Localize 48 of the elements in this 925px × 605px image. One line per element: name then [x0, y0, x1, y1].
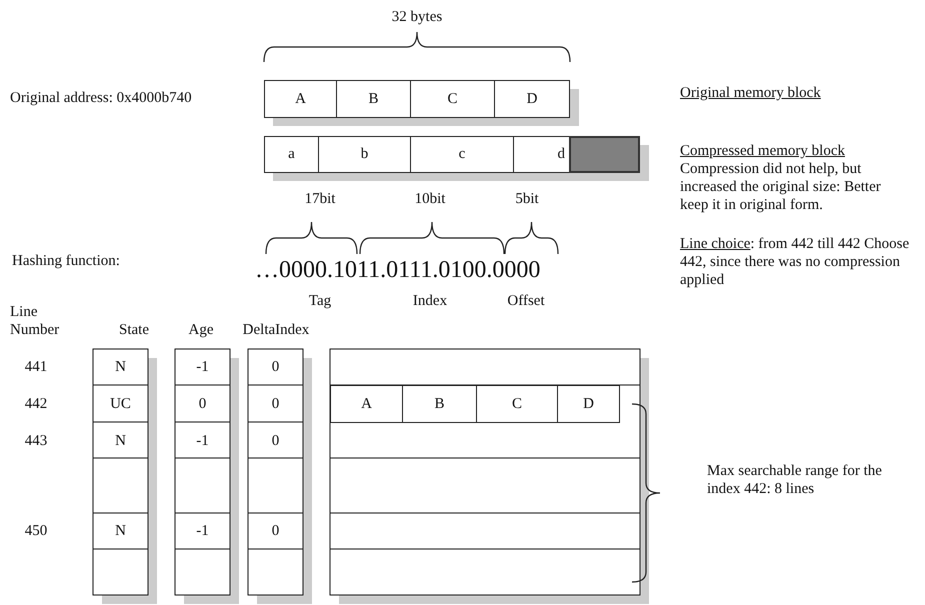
- field-name: Offset: [506, 292, 546, 310]
- field-name: Tag: [308, 292, 332, 310]
- state-value: N: [114, 432, 127, 450]
- state-value: N: [114, 358, 127, 376]
- cache-cell: B: [402, 385, 477, 423]
- memory-cell: d: [513, 136, 570, 173]
- column-heading: State: [118, 321, 150, 339]
- line-number: 442: [24, 395, 48, 413]
- bit-count: 5bit: [514, 190, 540, 208]
- memory-cell: a: [264, 136, 319, 173]
- memory-cell: b: [318, 136, 411, 173]
- delta-index-value: 0: [270, 432, 280, 450]
- note-text: Compression did not help, but increased the original size: Better keep it in original form.: [680, 160, 882, 214]
- cache-cell: D: [557, 385, 620, 423]
- field-name: Index: [412, 292, 448, 310]
- size-label: 32 bytes: [390, 8, 444, 26]
- delta-index-value: 0: [270, 395, 280, 413]
- state-value: N: [114, 522, 127, 540]
- memory-cell: D: [494, 80, 570, 118]
- delta-index-value: 0: [270, 522, 280, 540]
- age-value: -1: [195, 358, 210, 376]
- memory-cell: B: [336, 80, 411, 118]
- delta-index-value: 0: [270, 358, 280, 376]
- column-heading: DeltaIndex: [242, 321, 310, 339]
- address-bits: …0000.1011.0111.0100.0000: [255, 256, 542, 284]
- label-text: Hashing function:: [12, 252, 121, 270]
- column-heading: Line Number: [10, 303, 60, 339]
- age-value: 0: [198, 395, 208, 413]
- line-number: 441: [24, 358, 48, 376]
- bit-count: 10bit: [414, 190, 446, 208]
- address-label: Original address: 0x4000b740: [10, 89, 193, 107]
- block-heading: Compressed memory block: [680, 142, 846, 160]
- note-text: Max searchable range for the index 442: 8 lines: [707, 462, 883, 498]
- memory-cell: A: [264, 80, 337, 118]
- line-number: 443: [24, 432, 48, 450]
- column-heading: Age: [188, 321, 214, 339]
- memory-cell: C: [410, 80, 495, 118]
- age-value: -1: [195, 522, 210, 540]
- overflow-block: [569, 136, 640, 173]
- memory-cell: c: [410, 136, 514, 173]
- line-number: 450: [24, 522, 48, 540]
- note-text: Line choice: from 442 till 442 Choose 442, since there was no compression applied: [680, 235, 910, 289]
- cache-cell: A: [330, 385, 403, 423]
- age-value: -1: [195, 432, 210, 450]
- block-heading: Original memory block: [680, 84, 822, 102]
- cache-cell: C: [476, 385, 558, 423]
- state-value: UC: [109, 395, 132, 413]
- bit-count: 17bit: [304, 190, 336, 208]
